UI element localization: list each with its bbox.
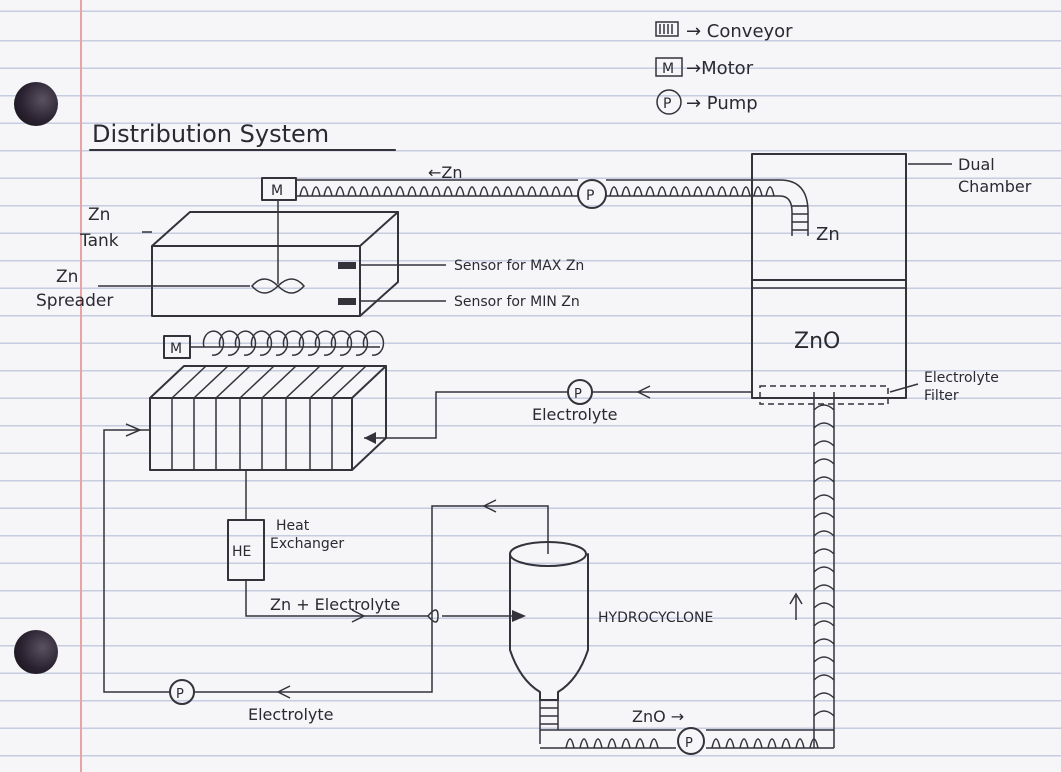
bottom-conveyor-pump-symbol: P	[685, 736, 693, 751]
mid-pump-symbol: P	[574, 387, 582, 402]
diagram-title: Distribution System	[92, 120, 329, 148]
upward-flow-arrow	[790, 594, 802, 620]
zno-flow-label: ZnO →	[632, 707, 684, 726]
vertical-conveyor	[814, 392, 834, 748]
legend-pump-label: → Pump	[686, 93, 758, 114]
electrolyte-bottom-label: Electrolyte	[248, 705, 334, 724]
top-pump-symbol: P	[586, 188, 594, 204]
electrolyte-filter	[760, 386, 888, 404]
zno-chamber-label: ZnO	[794, 329, 840, 354]
sensor-max	[338, 262, 356, 269]
lower-conveyor	[190, 331, 383, 355]
top-motor-symbol: M	[271, 183, 283, 199]
zn-chamber-label: Zn	[816, 224, 840, 245]
top-conveyor	[296, 180, 808, 236]
bottom-pump-symbol: P	[176, 687, 184, 702]
dual-chamber	[752, 154, 906, 398]
zn-electrolyte-label: Zn + Electrolyte	[270, 595, 400, 614]
sensor-min-label: Sensor for MIN Zn	[454, 294, 580, 310]
sensor-min	[338, 298, 356, 305]
legend-pump-symbol-text: P	[663, 96, 671, 112]
hydrocyclone-label: HYDROCYCLONE	[598, 610, 713, 626]
cell-stack	[150, 366, 386, 470]
lower-motor-symbol: M	[170, 341, 182, 357]
electrolyte-mid-label: Electrolyte	[532, 405, 618, 424]
hydrocyclone	[510, 542, 588, 700]
legend-motor-symbol-text: M	[662, 61, 674, 77]
heat-exchanger-symbol: HE	[232, 544, 251, 560]
legend-motor-label: →Motor	[686, 58, 754, 79]
legend-conveyor-label: → Conveyor	[686, 21, 793, 42]
legend: → Conveyor M →Motor P → Pump	[656, 21, 793, 114]
zn-flow-top-label: ←Zn	[428, 163, 463, 182]
sensor-max-label: Sensor for MAX Zn	[454, 258, 584, 274]
